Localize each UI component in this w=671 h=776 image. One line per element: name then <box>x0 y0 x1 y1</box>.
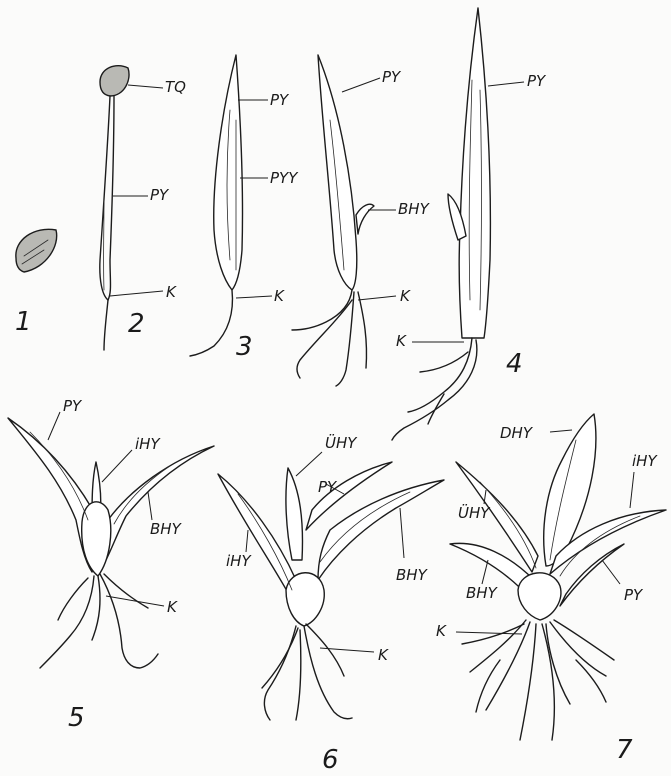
label-s4b-k: K <box>396 332 407 350</box>
stage-3-seedling <box>190 55 243 356</box>
label-s6-bhy: BHY <box>396 566 429 584</box>
label-s5-bhy: BHY <box>150 520 183 538</box>
label-s4a-py: PY <box>382 68 402 86</box>
stage-6-seedling <box>218 462 444 720</box>
label-s4a-k: K <box>400 287 411 305</box>
label-s3-pyy: PYY <box>270 169 299 187</box>
label-s2-k: K <box>166 283 177 301</box>
stage-4b-seedling <box>392 8 490 440</box>
stage-1-seed <box>16 229 57 272</box>
label-s6-py: PY <box>318 478 338 496</box>
label-s6-uhy: ÜHY <box>325 433 358 452</box>
stage-5-seedling <box>8 418 214 668</box>
figure-number-2: 2 <box>128 309 145 339</box>
label-s5-py: PY <box>63 397 83 415</box>
label-s3-py: PY <box>270 91 290 109</box>
label-s7-k: K <box>436 622 447 640</box>
label-s2-tq: TQ <box>165 78 186 96</box>
label-s2-py: PY <box>150 186 170 204</box>
label-s4b-py: PY <box>527 72 547 90</box>
figure-number-4: 4 <box>506 349 523 379</box>
figure-number-3: 3 <box>236 332 253 362</box>
figure-number-7: 7 <box>616 735 633 765</box>
figure-number-6: 6 <box>322 745 339 775</box>
label-s3-k: K <box>274 287 285 305</box>
stage-2-seedling <box>100 66 129 350</box>
figure-number-5: 5 <box>68 703 85 733</box>
label-s7-uhy: ÜHY <box>458 503 491 522</box>
label-s7-ihy: iHY <box>632 452 658 470</box>
label-s5-ihy: iHY <box>135 435 161 453</box>
label-s7-dhy: DHY <box>500 424 534 442</box>
label-s6-k: K <box>378 646 389 664</box>
label-s5-k: K <box>167 598 178 616</box>
label-s4a-bhy: BHY <box>398 200 431 218</box>
figure-number-1: 1 <box>15 307 32 337</box>
label-s6-ihy: iHY <box>226 552 252 570</box>
stage-4a-seedling <box>292 55 374 386</box>
label-s7-py: PY <box>624 586 644 604</box>
label-s7-bhy: BHY <box>466 584 499 602</box>
